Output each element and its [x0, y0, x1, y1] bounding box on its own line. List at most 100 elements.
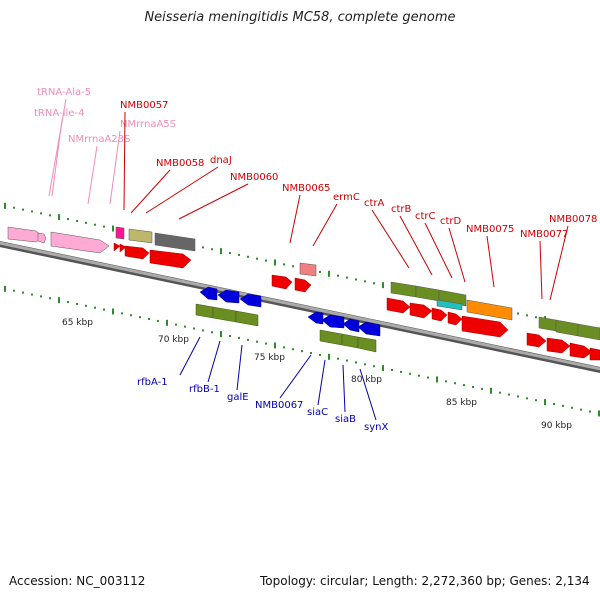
gene-arrow-forward[interactable]: [447, 311, 463, 326]
gene-arrow-forward[interactable]: [409, 302, 433, 319]
minor-tick: [562, 404, 564, 407]
minor-tick: [553, 402, 555, 405]
gene-arrow-forward[interactable]: [124, 245, 150, 260]
cog-box[interactable]: [128, 228, 153, 244]
gene-label[interactable]: dnaJ: [210, 155, 232, 166]
cog-box[interactable]: [466, 299, 513, 321]
gene-label[interactable]: NMrrnaA5S: [120, 119, 176, 130]
gene-label[interactable]: rfbB-1: [189, 384, 220, 395]
minor-tick: [409, 372, 411, 375]
major-tick: [490, 387, 492, 394]
gene-arrow-reverse[interactable]: [342, 318, 360, 333]
gene-label[interactable]: ermC: [333, 192, 360, 203]
scale-label: 70 kbp: [158, 335, 189, 345]
gene-arrow-forward[interactable]: [294, 277, 312, 293]
minor-tick: [211, 331, 213, 334]
gene-label[interactable]: NMB0065: [282, 183, 330, 194]
minor-tick: [13, 206, 15, 209]
gene-label[interactable]: NMB0078: [549, 214, 597, 225]
gene-label[interactable]: siaC: [307, 407, 328, 418]
minor-tick: [535, 316, 537, 319]
cog-box[interactable]: [195, 303, 214, 319]
gene-arrow-forward[interactable]: [526, 332, 547, 348]
callout-line: [448, 227, 466, 283]
gene-label[interactable]: NMrrnaA23S: [68, 134, 130, 145]
minor-tick: [130, 314, 132, 317]
gene-label[interactable]: ctrB: [391, 204, 412, 215]
reverse-features: [195, 303, 377, 353]
rrna-feature[interactable]: [50, 231, 110, 254]
gene-arrow-forward[interactable]: [569, 342, 593, 359]
cog-box[interactable]: [154, 232, 196, 252]
gene-label[interactable]: rfbA-1: [137, 377, 168, 388]
cog-box[interactable]: [577, 323, 600, 341]
gene-label[interactable]: NMB0077: [520, 229, 568, 240]
gene-label[interactable]: NMB0075: [466, 224, 514, 235]
gene-arrow-forward[interactable]: [113, 242, 121, 252]
cog-box[interactable]: [212, 306, 237, 323]
gene-label[interactable]: siaB: [335, 414, 356, 425]
minor-tick: [517, 312, 519, 315]
callout-line: [130, 169, 171, 214]
cog-box[interactable]: [415, 285, 440, 302]
gene-label[interactable]: tRNA-Ile-4: [34, 108, 84, 119]
gene-label[interactable]: tRNA-Ala-5: [37, 87, 91, 98]
gene-label[interactable]: synX: [364, 422, 388, 433]
gene-arrow-forward[interactable]: [546, 337, 571, 354]
gene-arrow-reverse[interactable]: [239, 293, 262, 308]
cog-box[interactable]: [436, 299, 463, 311]
trna-feature[interactable]: [37, 232, 47, 244]
gene-label[interactable]: NMB0067: [255, 400, 303, 411]
cog-box[interactable]: [555, 319, 579, 337]
scale-label: 65 kbp: [62, 318, 93, 328]
cog-box[interactable]: [235, 310, 259, 327]
gene-arrow-reverse[interactable]: [199, 286, 218, 301]
gene-label[interactable]: ctrD: [440, 216, 462, 227]
rrna-feature[interactable]: [115, 226, 125, 240]
callout-line: [317, 359, 326, 406]
minor-tick: [184, 325, 186, 328]
cog-box[interactable]: [538, 316, 557, 332]
gene-arrow-reverse[interactable]: [307, 311, 324, 325]
major-tick: [544, 399, 546, 406]
major-tick: [436, 376, 438, 383]
genome-backbone: [0, 240, 600, 373]
major-tick: [58, 297, 60, 304]
gene-arrow-forward[interactable]: [149, 249, 192, 269]
gene-arrow-forward[interactable]: [119, 243, 127, 253]
cog-box[interactable]: [390, 281, 417, 298]
gene-label[interactable]: NMB0060: [230, 172, 278, 183]
scale-label: 90 kbp: [541, 421, 572, 431]
callout-line: [123, 111, 126, 211]
gene-arrow-forward[interactable]: [589, 347, 600, 361]
minor-tick: [571, 406, 573, 409]
gene-label[interactable]: ctrC: [415, 211, 436, 222]
gene-label[interactable]: NMB0058: [156, 158, 204, 169]
gene-label[interactable]: ctrA: [364, 198, 385, 209]
minor-tick: [391, 369, 393, 372]
minor-tick: [256, 340, 258, 343]
minor-tick: [94, 306, 96, 309]
minor-tick: [355, 278, 357, 281]
forward-features: [7, 226, 600, 341]
cog-box[interactable]: [357, 336, 377, 353]
gene-arrow-forward[interactable]: [386, 297, 411, 314]
gene-arrow-reverse[interactable]: [321, 314, 345, 329]
minor-tick: [346, 359, 348, 362]
gene-arrow-forward[interactable]: [271, 274, 293, 290]
minor-tick: [337, 274, 339, 277]
minor-tick: [202, 246, 204, 249]
gene-arrow-forward[interactable]: [461, 315, 509, 338]
minor-tick: [256, 257, 258, 260]
minor-tick: [22, 291, 24, 294]
gene-arrow-forward[interactable]: [431, 307, 448, 322]
minor-tick: [76, 302, 78, 305]
cog-box[interactable]: [299, 262, 317, 277]
cog-box[interactable]: [319, 329, 343, 346]
cog-box[interactable]: [341, 333, 359, 349]
gene-arrow-reverse[interactable]: [217, 289, 240, 304]
gene-arrow-reverse[interactable]: [357, 321, 381, 337]
gene-label[interactable]: NMB0057: [120, 100, 168, 111]
gene-label[interactable]: galE: [227, 392, 249, 403]
minor-tick: [364, 280, 366, 283]
